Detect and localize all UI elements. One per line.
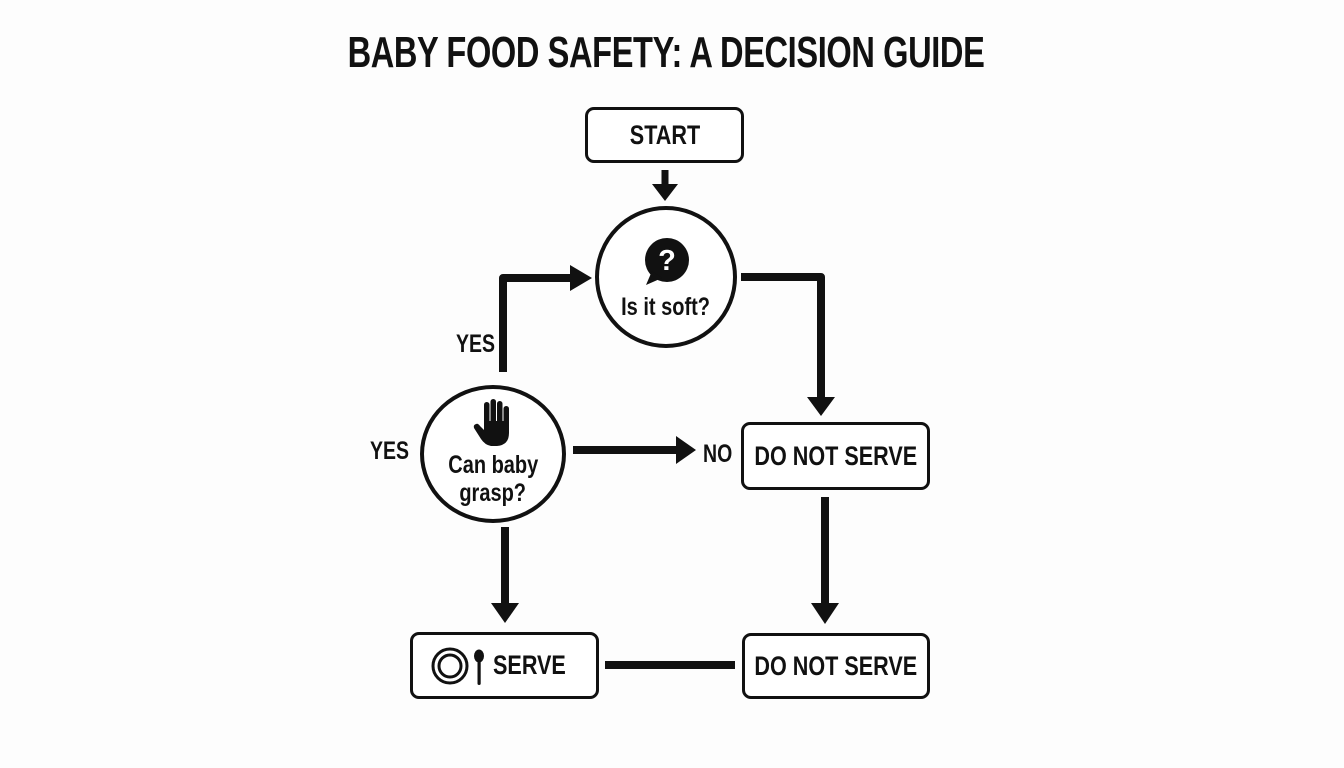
arrow-start-to-soft	[652, 170, 678, 201]
do-not-serve-bottom-label: DO NOT SERVE	[754, 650, 918, 681]
svg-text:?: ?	[658, 245, 676, 277]
arrow-grasp-to-serve	[491, 527, 519, 623]
plate-spoon-icon	[431, 647, 484, 685]
can-baby-grasp-label-line1: Can baby	[447, 451, 539, 479]
page-title: BABY FOOD SAFETY: A DECISION GUIDE	[347, 28, 985, 77]
serve-label: SERVE	[492, 650, 566, 680]
question-speech-bubble-icon: ?	[645, 238, 689, 285]
edge-label-yes-up: YES	[456, 330, 496, 358]
arrow-grasp-to-soft	[499, 265, 592, 372]
start-node: START	[585, 107, 744, 163]
do-not-serve-bottom-node: DO NOT SERVE	[742, 633, 930, 699]
hand-icon	[473, 399, 509, 446]
serve-node: SERVE	[410, 632, 599, 699]
is-it-soft-node: ? Is it soft?	[595, 206, 737, 348]
is-it-soft-label: Is it soft?	[621, 293, 711, 321]
do-not-serve-top-node: DO NOT SERVE	[741, 422, 930, 490]
arrow-donotserve-to-donotserve	[811, 497, 839, 624]
arrow-soft-to-donotserve	[741, 273, 835, 416]
start-label: START	[629, 119, 700, 150]
do-not-serve-top-label: DO NOT SERVE	[754, 440, 917, 471]
edge-label-yes-left: YES	[370, 437, 410, 465]
can-baby-grasp-node: Can baby grasp?	[420, 385, 566, 523]
edge-label-no: NO	[703, 440, 733, 468]
arrow-grasp-to-donotserve	[573, 436, 696, 464]
can-baby-grasp-label-line2: grasp?	[459, 479, 527, 507]
